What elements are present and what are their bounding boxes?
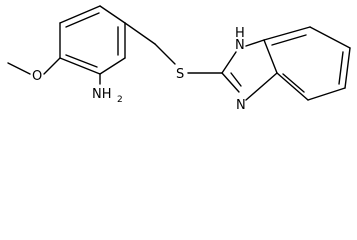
structure-canvas: S N H N NH 2 O bbox=[0, 0, 357, 119]
bond-oxygen-methyl bbox=[7, 62, 31, 75]
bond-ring-oxygen bbox=[43, 57, 61, 75]
bond-fb-b bbox=[309, 26, 351, 49]
bond-n3-c2 bbox=[221, 72, 240, 93]
bond-c2-n1 bbox=[221, 51, 237, 74]
bond-ring-a bbox=[59, 5, 101, 24]
bond-ring-b bbox=[99, 5, 126, 24]
sulfur-atom-label: S bbox=[176, 67, 184, 82]
imidazole-nh-h-label: H bbox=[235, 26, 245, 41]
amine-label: NH bbox=[92, 87, 112, 102]
bond-c3a-n3 bbox=[245, 72, 278, 101]
bond-ring-double-1 bbox=[65, 12, 100, 28]
molecule-drawing: S N H N NH 2 O bbox=[7, 5, 351, 113]
bond-fb-double-3 bbox=[282, 73, 305, 93]
bond-n3-c2-double bbox=[230, 72, 242, 87]
bond-fb-d bbox=[307, 87, 346, 101]
imidazole-ring bbox=[221, 39, 278, 101]
bond-fb-c bbox=[344, 47, 351, 89]
bond-n1-c7a bbox=[245, 39, 265, 47]
bond-fb-double-1 bbox=[271, 34, 307, 46]
amine-subscript: 2 bbox=[117, 95, 123, 105]
bond-ch2-s bbox=[154, 43, 176, 65]
bond-fb-double-2 bbox=[338, 51, 344, 85]
bond-ring-e bbox=[59, 57, 101, 75]
bond-fb-e bbox=[276, 72, 309, 101]
benzene-ring-right bbox=[263, 26, 351, 101]
bond-ring-d bbox=[99, 57, 126, 75]
thioether-linker bbox=[124, 22, 223, 74]
benzene-ring-left bbox=[59, 5, 126, 75]
bond-c7a-c3a bbox=[263, 39, 278, 74]
bond-fb-a bbox=[263, 26, 311, 41]
bond-ring-double-3 bbox=[65, 54, 98, 68]
bond-ring-ch2 bbox=[124, 22, 156, 45]
imidazole-n-label: N bbox=[236, 98, 246, 113]
oxygen-atom-label: O bbox=[32, 69, 42, 84]
imidazole-nh-n-label: N bbox=[235, 38, 245, 53]
